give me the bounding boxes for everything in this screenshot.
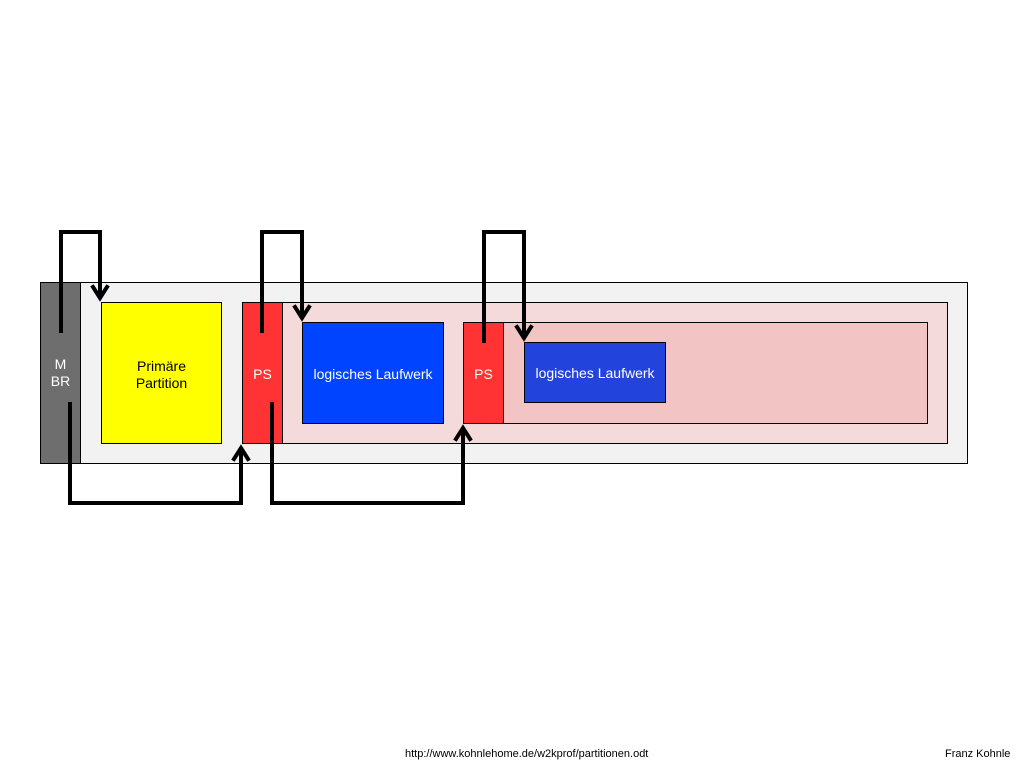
arrow-ps1-to-ps2 (270, 402, 465, 505)
logical-drive-block-2: logisches Laufwerk (524, 342, 666, 403)
logical-drive-label-1: logisches Laufwerk (313, 365, 433, 382)
arrowhead-ps2-to-lw2 (514, 324, 534, 342)
arrowhead-mbr-to-ps1 (231, 444, 251, 462)
arrow-mbr-to-ps1 (68, 402, 243, 505)
ps-label-2: PS (474, 365, 493, 382)
arrow-mbr-to-primary (59, 230, 102, 333)
mbr-label: M BR (50, 356, 71, 389)
footer-author: Franz Kohnle (945, 748, 1011, 760)
logical-drive-label-2: logisches Laufwerk (535, 365, 655, 381)
ps-label-1: PS (253, 365, 272, 382)
primary-partition-block: Primäre Partition (101, 302, 222, 444)
arrowhead-mbr-to-primary (90, 284, 110, 302)
primary-partition-label: Primäre Partition (135, 358, 188, 391)
arrow-ps1-to-lw1 (260, 230, 304, 333)
arrowhead-ps1-to-ps2 (453, 424, 473, 442)
arrow-ps2-to-lw2 (482, 230, 526, 343)
arrowhead-ps1-to-lw1 (292, 304, 312, 322)
footer-url: http://www.kohnlehome.de/w2kprof/partiti… (405, 748, 649, 760)
logical-drive-block-1: logisches Laufwerk (302, 322, 444, 424)
ps-block-1: PS (242, 302, 283, 444)
